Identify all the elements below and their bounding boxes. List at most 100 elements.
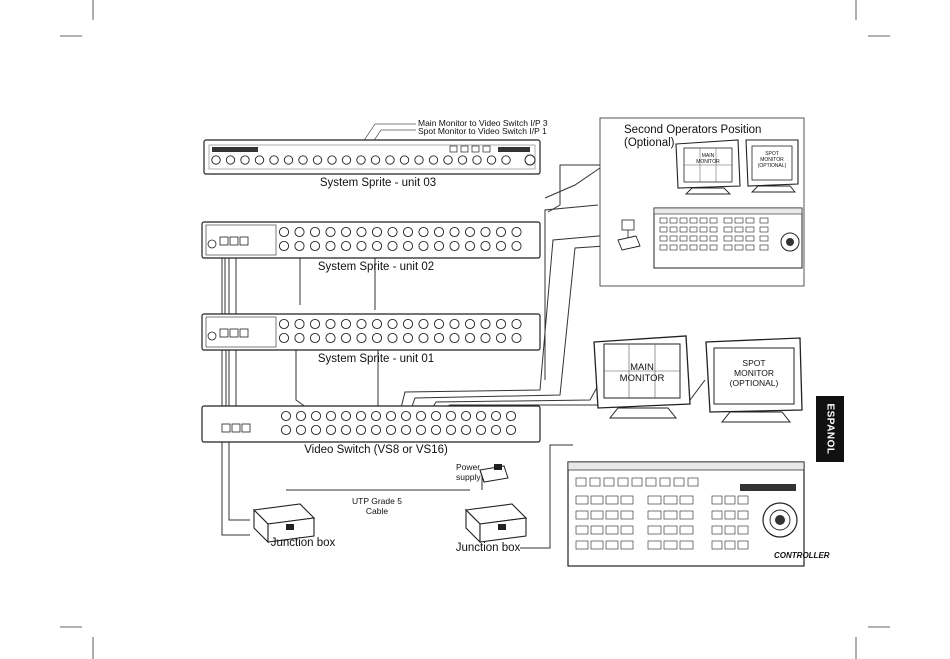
bnc-port [475, 410, 487, 422]
front-button [341, 155, 352, 165]
keyboard-key [724, 540, 736, 550]
keyboard-key [679, 217, 688, 224]
keyboard-key [745, 217, 755, 224]
spot-monitor-line1: SPOT [742, 358, 765, 368]
front-button [399, 155, 410, 165]
keyboard-key [689, 235, 698, 242]
second-main-monitor-line1: MAIN [702, 153, 715, 159]
keyboard-key [711, 495, 723, 505]
bnc-port [400, 424, 412, 436]
bnc-port [460, 424, 472, 436]
mode-button [482, 145, 491, 153]
bnc-port [387, 226, 398, 238]
keyboard-key [620, 540, 634, 550]
bnc-port [433, 240, 445, 252]
keyboard-key [605, 525, 619, 535]
bnc-port [356, 318, 367, 330]
keyboard-key [663, 540, 678, 550]
rj45-port [239, 236, 249, 246]
language-tab: ESPANOL [816, 396, 844, 462]
second-spot-monitor-line1: SPOT [765, 151, 779, 157]
keyboard-key [679, 525, 694, 535]
bnc-port [480, 332, 491, 344]
crop-marks [60, 0, 890, 659]
junction-box-left [252, 503, 316, 544]
keyboard-key [669, 217, 678, 224]
front-button [240, 155, 250, 165]
bnc-port [294, 332, 305, 344]
front-button [298, 155, 308, 165]
bnc-port [402, 240, 414, 252]
keyboard-key [759, 226, 769, 233]
keyboard-key [605, 510, 619, 520]
second-keyboard-keys [659, 217, 769, 251]
bnc-port [280, 424, 292, 436]
bnc-port [340, 240, 352, 252]
rj45-port [219, 328, 229, 338]
main-monitor: MAIN MONITOR [593, 335, 691, 419]
cable-label-line2: Cable [366, 506, 388, 516]
front-button [414, 155, 424, 165]
keyboard-key [699, 217, 708, 224]
bnc-port [325, 318, 336, 330]
second-spot-monitor-line2: MONITOR [760, 157, 784, 163]
mode-button [460, 145, 469, 153]
bnc-port [480, 318, 491, 330]
bnc-port [278, 318, 290, 330]
bnc-port [309, 226, 321, 238]
keyboard-key [631, 477, 643, 487]
bnc-port [402, 332, 414, 344]
keyboard-key [620, 495, 634, 505]
bnc-port [309, 240, 321, 252]
bnc-port [325, 424, 337, 436]
keyboard-key [679, 495, 694, 505]
keyboard-key [647, 540, 662, 550]
bnc-port [387, 240, 398, 252]
bnc-port [402, 318, 414, 330]
keyboard-key [575, 525, 589, 535]
bnc-port [355, 410, 367, 422]
second-position-subtitle: (Optional) [624, 137, 675, 149]
main-keyboard-brand: CONTROLLER [774, 551, 830, 560]
keyboard-key [679, 244, 688, 251]
power-supply-line2: supply [456, 472, 481, 482]
keyboard-key [659, 244, 668, 251]
bnc-port [340, 332, 352, 344]
keyboard-key [590, 540, 604, 550]
keyboard-key [647, 495, 662, 505]
front-button [327, 155, 337, 165]
keyboard-key [711, 510, 723, 520]
main-keyboard-keys [575, 477, 749, 550]
keyboard-key [647, 510, 662, 520]
second-spot-monitor: SPOT MONITOR (OPTIONAL) [745, 139, 799, 193]
bnc-port [433, 318, 445, 330]
keyboard-key [737, 525, 749, 535]
bnc-port [415, 424, 427, 436]
bnc-port [371, 226, 383, 238]
bnc-port [505, 410, 517, 422]
bnc-port [430, 424, 442, 436]
keyboard-key [620, 510, 634, 520]
keyboard-key [659, 217, 668, 224]
keyboard-key [724, 510, 736, 520]
keyboard-key [679, 540, 694, 550]
keyboard-key [745, 226, 755, 233]
jog-knob [524, 154, 536, 166]
bnc-port [449, 318, 460, 330]
bnc-port [449, 240, 460, 252]
bnc-port [370, 424, 382, 436]
junction-box-right [464, 503, 528, 544]
keyboard-key [673, 477, 685, 487]
bnc-port [385, 424, 397, 436]
junction-box-left-label: Junction box [271, 537, 336, 549]
sprite-unit-02 [201, 221, 541, 259]
bnc-port [418, 318, 429, 330]
keyboard-key [590, 510, 604, 520]
bnc-port [340, 410, 352, 422]
video-switch-ports [221, 410, 517, 436]
keyboard-key [575, 477, 587, 487]
power-port [207, 239, 217, 249]
sprite-unit-01 [201, 313, 541, 351]
bnc-port [449, 332, 460, 344]
keyboard-key [575, 510, 589, 520]
